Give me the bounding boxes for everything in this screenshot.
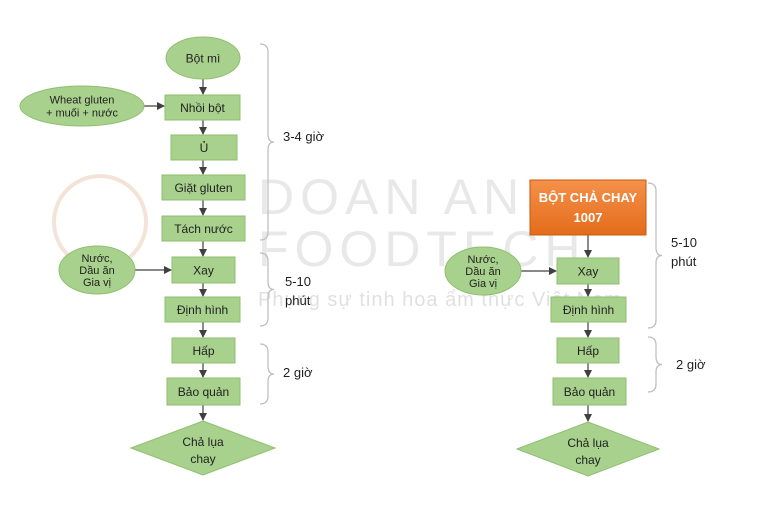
left-brace-3-4h-shape — [259, 43, 275, 241]
left-brace-5-10min-shape — [259, 252, 275, 327]
watermark-tagline: Phụng sự tinh hoa ẩm thực Việt Nam — [258, 289, 622, 311]
left-side-input-seasoning-shape — [58, 245, 136, 295]
left-side-input-gluten-shape — [19, 85, 145, 127]
left-step-steam-label: Hấp — [192, 344, 214, 358]
right-brace-5-10min-shape — [647, 182, 663, 329]
left-step-rest-label: Ủ — [200, 140, 209, 155]
right-step-steam-label: Hấp — [577, 344, 599, 358]
right-step-shape-label: Định hình — [563, 303, 614, 317]
right-brace-2h-shape — [647, 336, 663, 393]
left-brace-2h-shape — [259, 343, 275, 405]
left-step-knead-shape — [164, 94, 241, 121]
right-start-node-shape — [529, 179, 647, 236]
left-brace-2h-label: 2 giờ — [283, 365, 313, 380]
left-step-store-shape — [166, 377, 241, 406]
left-brace-2h: 2 giờ — [259, 343, 313, 405]
left-step-drain-shape — [161, 215, 246, 242]
left-step-knead: Nhồi bột — [164, 94, 241, 121]
left-side-input-gluten-label: Wheat gluten+ muối + nước — [46, 94, 119, 119]
left-step-wash-shape — [161, 174, 246, 201]
right-step-steam: Hấp — [556, 337, 620, 364]
right-step-store: Bảo quản — [552, 377, 627, 406]
right-end-node-shape — [515, 421, 661, 477]
left-start-node: Bột mì — [165, 36, 241, 80]
left-step-wash: Giặt gluten — [161, 174, 246, 201]
left-step-rest: Ủ — [170, 134, 238, 161]
left-step-shape-label: Định hình — [177, 303, 228, 317]
left-step-steam-shape — [171, 337, 236, 364]
right-step-store-label: Bảo quản — [564, 385, 615, 399]
right-step-grind: Xay — [556, 257, 620, 285]
left-step-steam: Hấp — [171, 337, 236, 364]
left-step-rest-shape — [170, 134, 238, 161]
right-step-store-shape — [552, 377, 627, 406]
watermark-line-2: FOODTECH — [258, 221, 587, 277]
left-start-node-label: Bột mì — [186, 51, 221, 65]
left-step-grind-label: Xay — [193, 263, 214, 277]
left-side-input-gluten: Wheat gluten+ muối + nước — [19, 85, 145, 127]
right-brace-2h-label: 2 giờ — [676, 357, 706, 372]
watermark-line-1: DOAN ANH — [258, 169, 568, 225]
left-brace-3-4h: 3-4 giờ — [259, 43, 325, 241]
left-brace-3-4h-label: 3-4 giờ — [283, 129, 325, 144]
right-step-grind-shape — [556, 257, 620, 285]
left-step-grind-shape — [171, 256, 236, 284]
left-step-shape-shape — [164, 296, 241, 323]
left-end-node-shape — [129, 420, 277, 476]
left-step-knead-label: Nhồi bột — [180, 101, 225, 115]
right-step-shape-shape — [550, 296, 627, 323]
left-step-drain-label: Tách nước — [174, 222, 233, 236]
right-side-input-seasoning-shape — [444, 246, 522, 296]
left-step-grind: Xay — [171, 256, 236, 284]
left-step-shape: Định hình — [164, 296, 241, 323]
right-brace-2h: 2 giờ — [647, 336, 706, 393]
right-step-shape: Định hình — [550, 296, 627, 323]
left-step-store-label: Bảo quản — [178, 385, 229, 399]
left-step-wash-label: Giặt gluten — [174, 181, 232, 195]
left-step-drain: Tách nước — [161, 215, 246, 242]
right-step-grind-label: Xay — [578, 264, 599, 278]
right-step-steam-shape — [556, 337, 620, 364]
left-start-node-shape — [165, 36, 241, 80]
left-step-store: Bảo quản — [166, 377, 241, 406]
